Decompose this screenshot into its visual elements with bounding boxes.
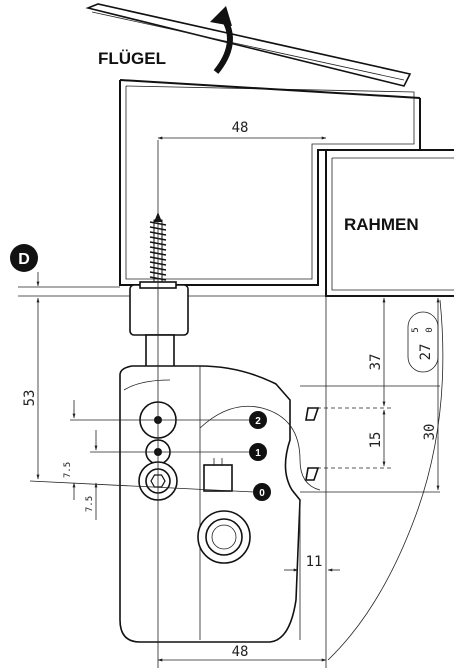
svg-text:48: 48 [232,120,249,136]
svg-text:1: 1 [255,448,261,459]
sash-panel [85,3,412,87]
svg-text:53: 53 [22,390,38,407]
datum-marker: D [10,244,454,297]
svg-text:7.5: 7.5 [63,462,73,478]
dimension-top-48: 48 [157,120,327,140]
svg-text:0: 0 [259,488,265,499]
dimension-left-53: 53 [22,297,40,480]
svg-text:0: 0 [425,327,435,332]
cover-cap [197,510,251,564]
hinge-mount [129,281,189,376]
swing-arc [327,299,444,661]
dimension-small-upper: 7.5 [63,400,76,500]
dimension-small-lower: 7.5 [85,430,98,520]
svg-text:30: 30 [422,424,438,441]
sash-label: FLÜGEL [98,49,166,68]
tolerance-callout: 27 5 0 [407,311,439,373]
svg-text:2: 2 [255,416,261,427]
svg-text:48: 48 [232,644,249,660]
frame-label: RAHMEN [344,215,419,234]
svg-text:7.5: 7.5 [85,496,95,512]
dimension-right-30: 30 [422,297,440,491]
rotation-arrow-icon [210,6,233,74]
position-badge-2: 2 [249,411,267,429]
svg-text:27: 27 [418,344,434,361]
right-guide-box [300,385,440,493]
svg-text:5: 5 [411,327,421,332]
sash-profile [119,79,421,286]
cam-lever [199,405,321,492]
dimension-right-37: 37 [368,297,386,407]
svg-text:D: D [18,251,30,268]
dimension-right-15: 15 [368,409,386,467]
position-badge-1: 1 [249,443,267,461]
svg-text:37: 37 [368,354,384,371]
svg-text:15: 15 [368,432,384,449]
dimension-bottom-48: 48 [157,296,327,668]
svg-text:11: 11 [306,554,323,570]
position-badge-0: 0 [253,483,271,501]
dimension-gap-11: 11 [284,500,340,640]
